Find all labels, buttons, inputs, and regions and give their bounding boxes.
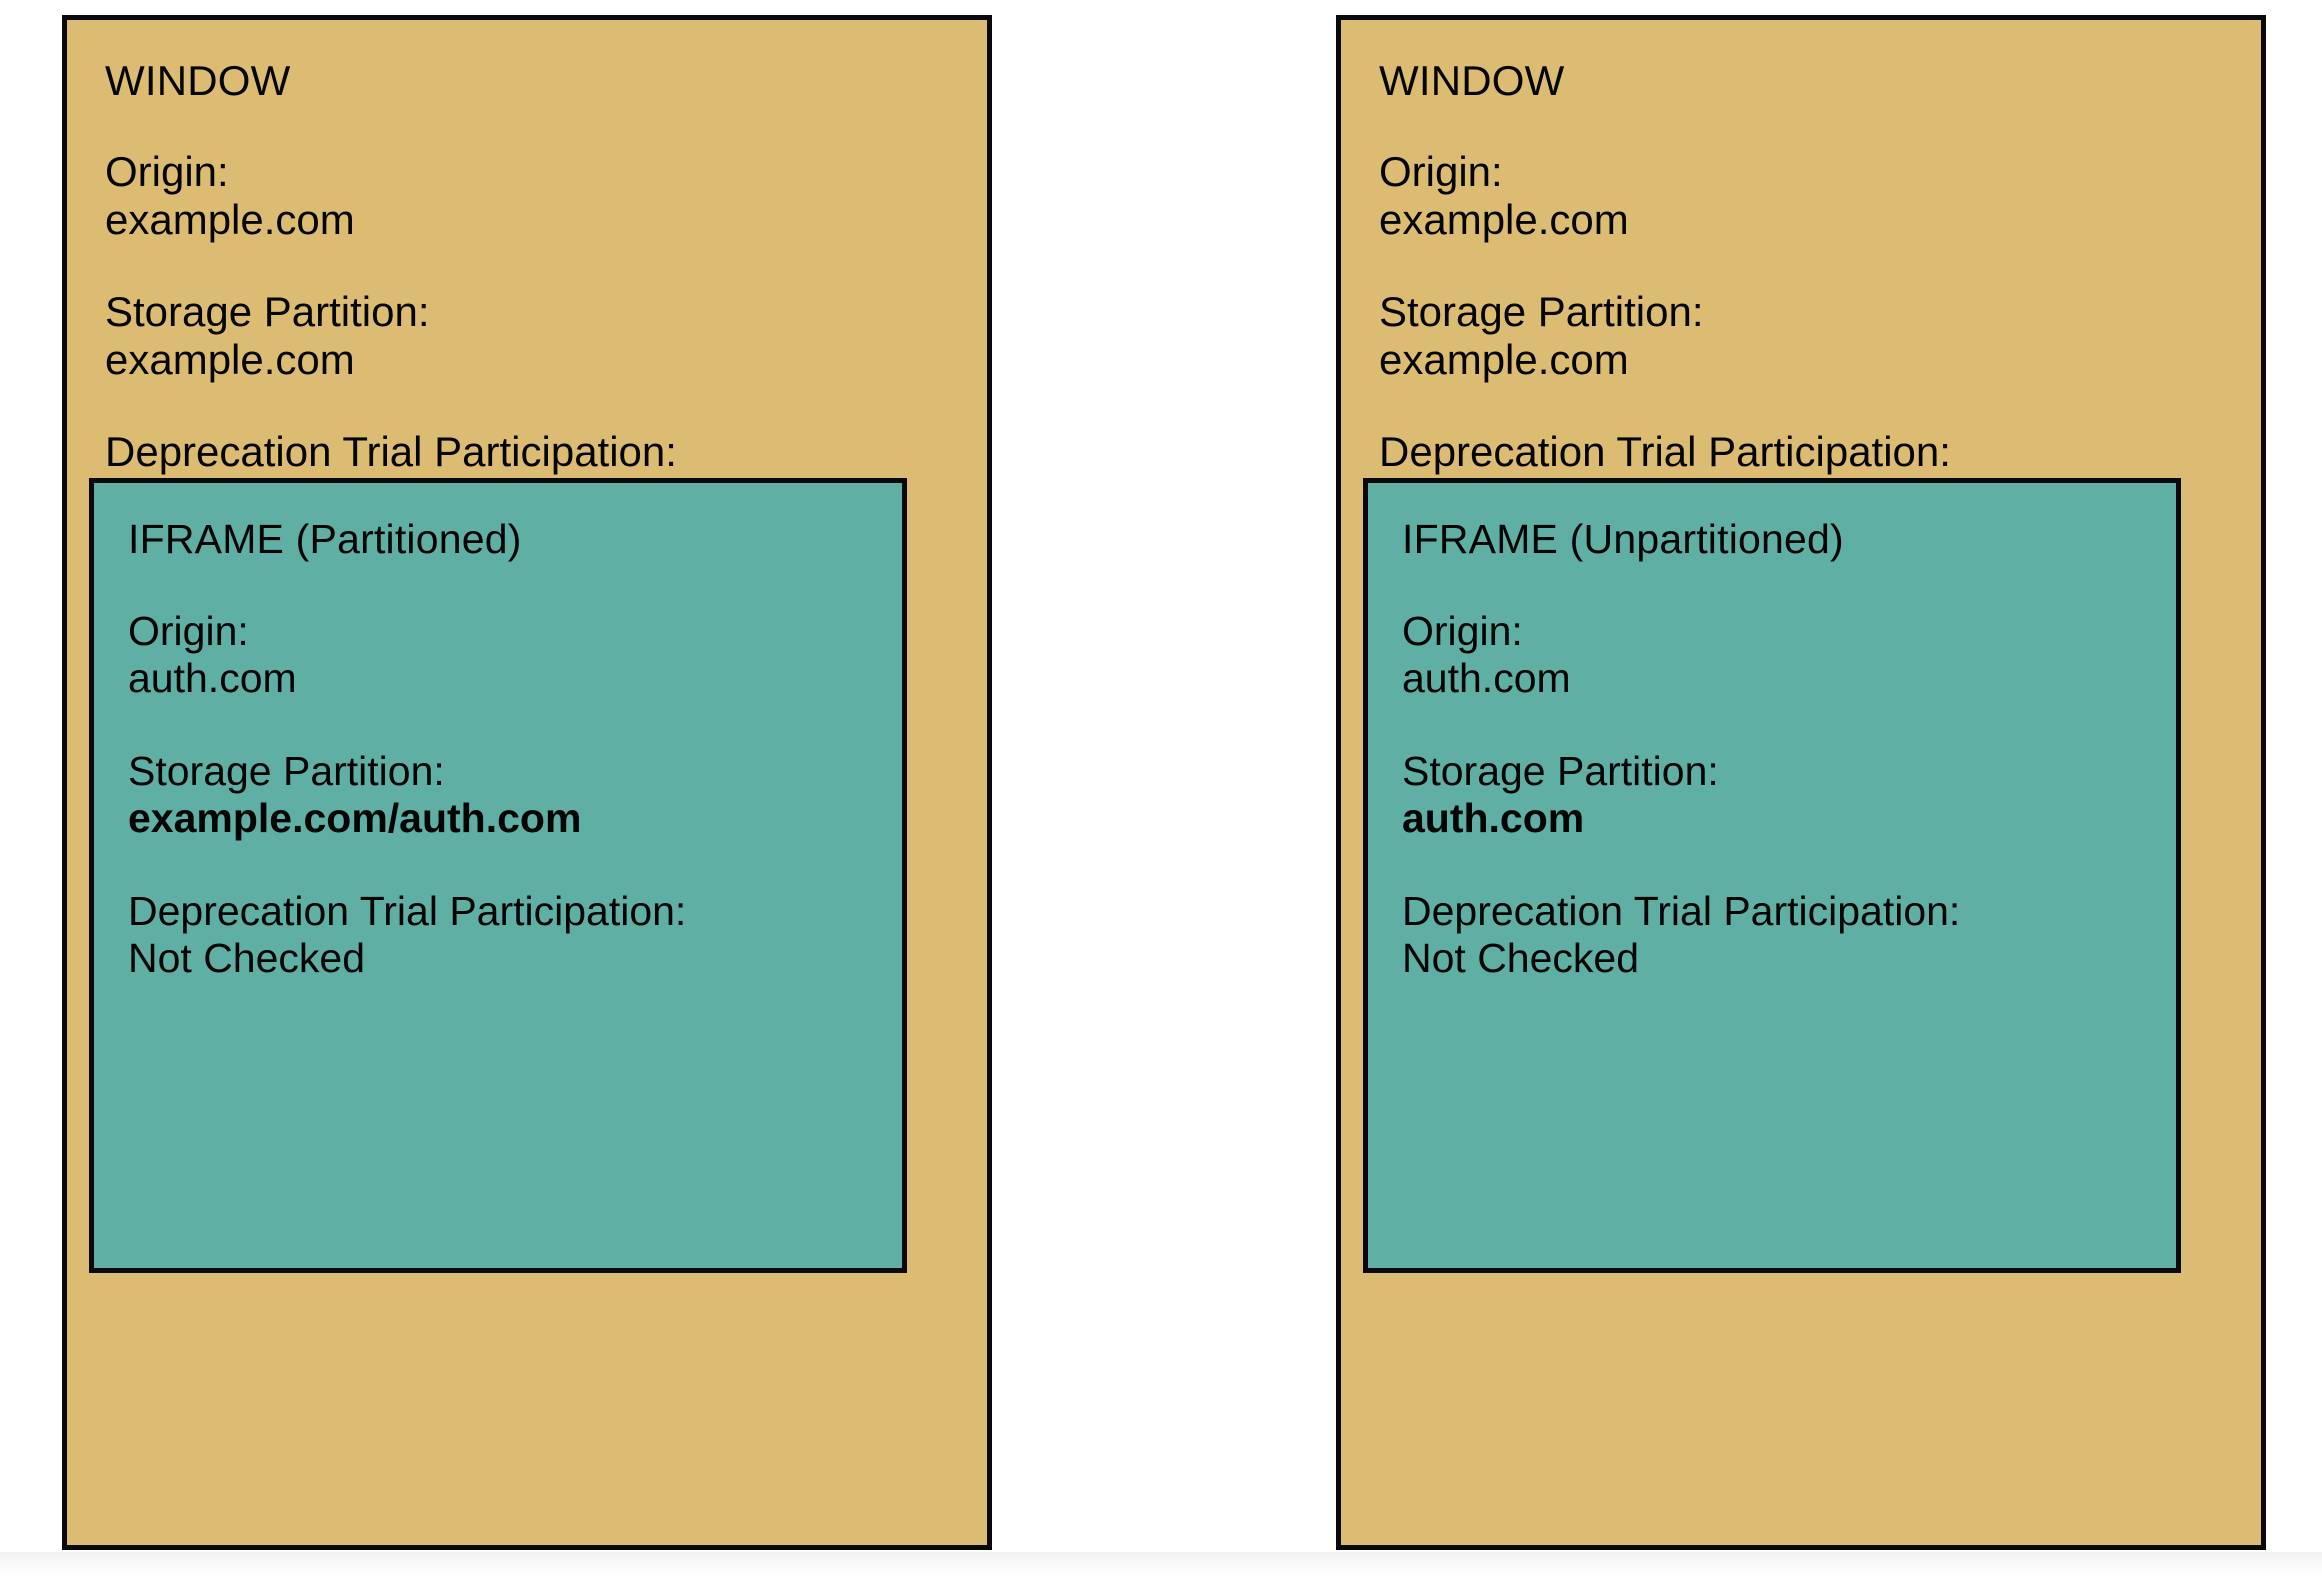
window-storage-partition-label-right: Storage Partition: — [1379, 288, 1704, 336]
iframe-deprecation-trial-label-right: Deprecation Trial Participation: — [1402, 888, 1961, 935]
iframe-content-right: IFRAME (Unpartitioned) Origin: auth.com … — [1368, 483, 2176, 1268]
window-origin-value-left: example.com — [105, 196, 355, 244]
iframe-origin-value-right: auth.com — [1402, 655, 1571, 702]
window-storage-partition-value-left: example.com — [105, 336, 355, 384]
iframe-field-deprecation-trial-left: Deprecation Trial Participation: Not Che… — [128, 890, 902, 980]
iframe-title-left: IFRAME (Partitioned) — [128, 516, 522, 562]
window-content-left: WINDOW Origin: example.com Storage Parti… — [67, 20, 987, 1545]
window-field-origin-right: Origin: example.com — [1379, 148, 2261, 244]
window-deprecation-trial-label-left: Deprecation Trial Participation: — [105, 428, 677, 476]
window-field-origin-left: Origin: example.com — [105, 148, 987, 244]
iframe-field-origin-right: Origin: auth.com — [1402, 608, 2176, 702]
window-title-left: WINDOW — [105, 57, 291, 104]
iframe-field-origin-left: Origin: auth.com — [128, 608, 902, 702]
window-storage-partition-value-right: example.com — [1379, 336, 1629, 384]
window-deprecation-trial-label-right: Deprecation Trial Participation: — [1379, 428, 1951, 476]
iframe-storage-partition-value-right: auth.com — [1402, 795, 1585, 842]
iframe-deprecation-trial-label-left: Deprecation Trial Participation: — [128, 888, 687, 935]
iframe-field-storage-partition-left: Storage Partition: example.com/auth.com — [128, 750, 902, 840]
iframe-field-storage-partition-right: Storage Partition: auth.com — [1402, 750, 2176, 840]
iframe-origin-label-left: Origin: — [128, 608, 249, 654]
window-title-right: WINDOW — [1379, 57, 1565, 104]
iframe-title-right: IFRAME (Unpartitioned) — [1402, 516, 1844, 562]
window-origin-label-left: Origin: — [105, 148, 229, 195]
window-content-right: WINDOW Origin: example.com Storage Parti… — [1341, 20, 2261, 1545]
drop-shadow — [0, 1552, 2322, 1578]
iframe-box-right: IFRAME (Unpartitioned) Origin: auth.com … — [1363, 478, 2181, 1273]
window-box-right: WINDOW Origin: example.com Storage Parti… — [1336, 15, 2266, 1550]
window-field-storage-partition-left: Storage Partition: example.com — [105, 290, 987, 382]
iframe-deprecation-trial-value-right: Not Checked — [1402, 935, 1640, 982]
iframe-box-left: IFRAME (Partitioned) Origin: auth.com St… — [89, 478, 907, 1273]
iframe-storage-partition-label-right: Storage Partition: — [1402, 748, 1719, 795]
window-storage-partition-label-left: Storage Partition: — [105, 288, 430, 336]
window-box-left: WINDOW Origin: example.com Storage Parti… — [62, 15, 992, 1550]
window-origin-label-right: Origin: — [1379, 148, 1503, 195]
iframe-origin-value-left: auth.com — [128, 655, 297, 702]
iframe-deprecation-trial-value-left: Not Checked — [128, 935, 366, 982]
window-field-storage-partition-right: Storage Partition: example.com — [1379, 290, 2261, 382]
iframe-origin-label-right: Origin: — [1402, 608, 1523, 654]
iframe-storage-partition-label-left: Storage Partition: — [128, 748, 445, 795]
iframe-storage-partition-value-left: example.com/auth.com — [128, 795, 582, 842]
iframe-content-left: IFRAME (Partitioned) Origin: auth.com St… — [94, 483, 902, 1268]
iframe-field-deprecation-trial-right: Deprecation Trial Participation: Not Che… — [1402, 890, 2176, 980]
window-origin-value-right: example.com — [1379, 196, 1629, 244]
